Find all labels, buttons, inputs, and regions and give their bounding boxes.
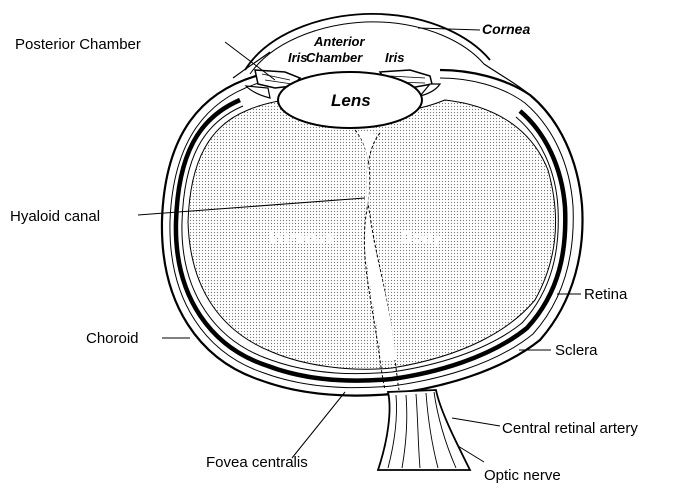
label-choroid: Choroid	[86, 330, 139, 347]
label-cornea: Cornea	[482, 21, 530, 37]
label-fovea-centralis: Fovea centralis	[206, 454, 308, 471]
label-lens: Lens	[331, 91, 371, 110]
label-iris-left: Iris	[288, 50, 308, 65]
label-vitreous: Vitreous	[268, 228, 335, 247]
label-hyaloid-canal: Hyaloid canal	[10, 208, 100, 225]
label-optic-nerve: Optic nerve	[484, 467, 561, 484]
label-anterior: Anterior	[313, 34, 366, 49]
optic-nerve	[378, 390, 470, 470]
leader-fovea-centralis	[292, 392, 345, 458]
label-chamber: Chamber	[306, 50, 363, 65]
label-sclera: Sclera	[555, 342, 598, 359]
label-body: Body	[400, 228, 444, 247]
label-iris-right: Iris	[385, 50, 405, 65]
label-retina: Retina	[584, 286, 628, 303]
label-posterior-chamber: Posterior Chamber	[15, 36, 141, 53]
leader-central-retinal-artery	[452, 418, 500, 426]
label-central-retinal-artery: Central retinal artery	[502, 420, 638, 437]
leader-posterior-chamber	[225, 42, 275, 80]
